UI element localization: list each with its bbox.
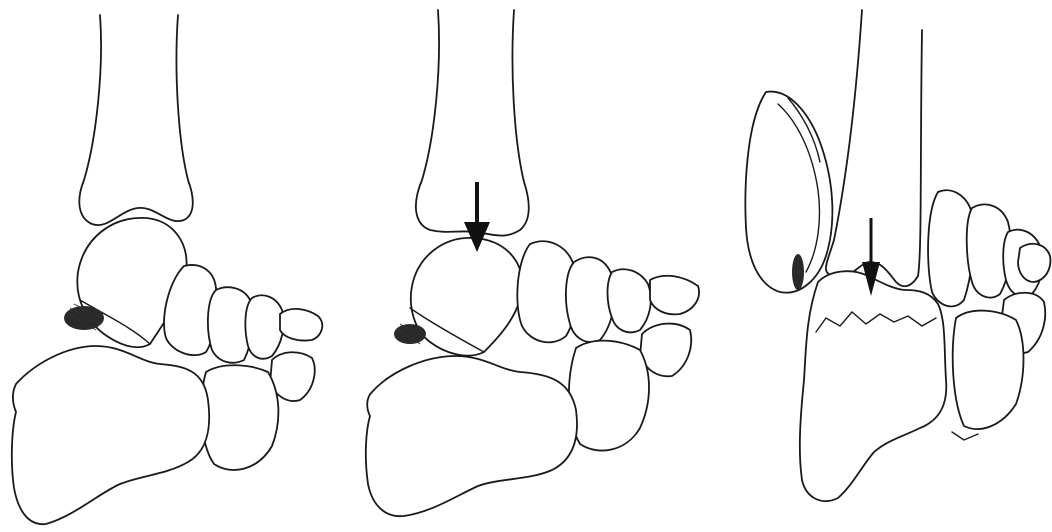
tibia-bone [826, 10, 922, 286]
cuboid-bone [201, 365, 278, 470]
panel-1-normal-ankle [12, 15, 322, 524]
cuboid-bone [953, 311, 1024, 429]
metatarsal-base-1 [650, 276, 699, 315]
cuneiform-2 [245, 295, 283, 358]
metatarsal-base-1 [1018, 244, 1050, 282]
cuneiform-2 [608, 269, 651, 332]
cuboid-bone [569, 341, 649, 451]
metatarsal-base-1 [280, 309, 322, 341]
tibia-bone [79, 15, 192, 225]
displaced-fragment [745, 92, 832, 293]
talus-bone [411, 238, 522, 356]
calcaneus-bone [366, 356, 577, 516]
talar-head-shading [394, 324, 426, 344]
talus-bone [800, 271, 946, 501]
fragment-shading [792, 254, 804, 290]
panel-2-compression [366, 10, 699, 516]
calcaneus-bone [12, 346, 209, 524]
tibia-bone [416, 10, 529, 236]
fracture-line-lower [952, 432, 978, 440]
panel-3-fracture [745, 10, 1050, 501]
talar-head-shading [64, 306, 104, 330]
